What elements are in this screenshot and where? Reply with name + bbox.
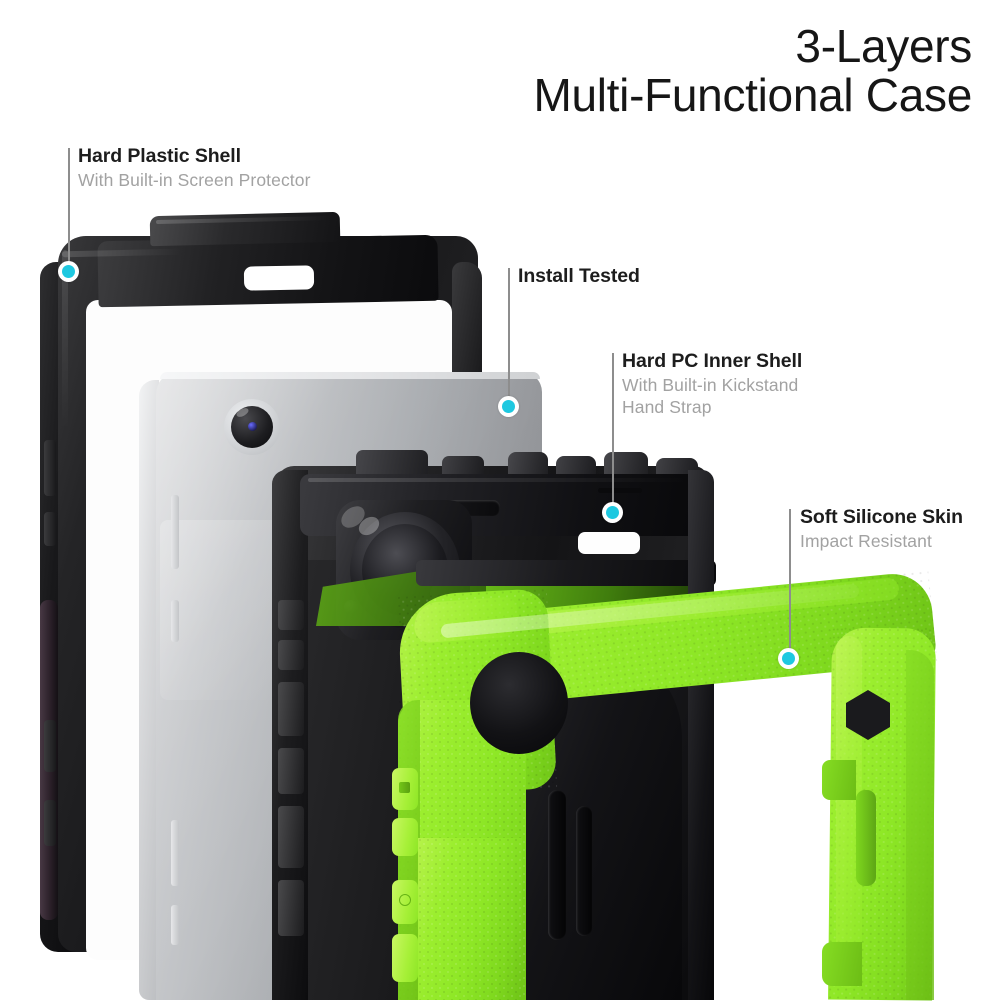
callout-hard-plastic-shell: Hard Plastic Shell With Built-in Screen … (78, 145, 311, 191)
title-line-1: 3-Layers (795, 20, 972, 72)
leader-line-hard-plastic-shell (68, 148, 70, 272)
callout-subline-hard-plastic-shell-0: With Built-in Screen Protector (78, 169, 311, 190)
leader-line-install-tested (508, 268, 510, 408)
callout-title-hard-pc-inner-shell: Hard PC Inner Shell (622, 350, 803, 372)
page-title: 3-Layers Multi-Functional Case (533, 22, 972, 120)
callout-dot-install-tested[interactable] (498, 396, 519, 417)
title-line-2: Multi-Functional Case (533, 68, 972, 121)
callout-soft-silicone-skin: Soft Silicone Skin Impact Resistant (800, 506, 963, 552)
callout-subline-hard-pc-inner-shell-0: With Built-in Kickstand (622, 374, 799, 395)
callout-dot-hard-plastic-shell[interactable] (58, 261, 79, 282)
callout-dot-soft-silicone-skin[interactable] (778, 648, 799, 669)
leader-line-hard-pc-inner-shell (612, 353, 614, 513)
callout-hard-pc-inner-shell: Hard PC Inner Shell With Built-in Kickst… (622, 350, 802, 419)
callout-title-install-tested: Install Tested (518, 265, 640, 287)
callout-title-soft-silicone-skin: Soft Silicone Skin (800, 506, 963, 528)
leader-line-soft-silicone-skin (789, 509, 791, 661)
callout-dot-hard-pc-inner-shell[interactable] (602, 502, 623, 523)
callout-title-hard-plastic-shell: Hard Plastic Shell (78, 145, 241, 167)
callout-install-tested: Install Tested (518, 265, 640, 289)
callout-subline-hard-pc-inner-shell-1: Hand Strap (622, 397, 712, 418)
callout-subline-soft-silicone-skin-0: Impact Resistant (800, 530, 932, 551)
